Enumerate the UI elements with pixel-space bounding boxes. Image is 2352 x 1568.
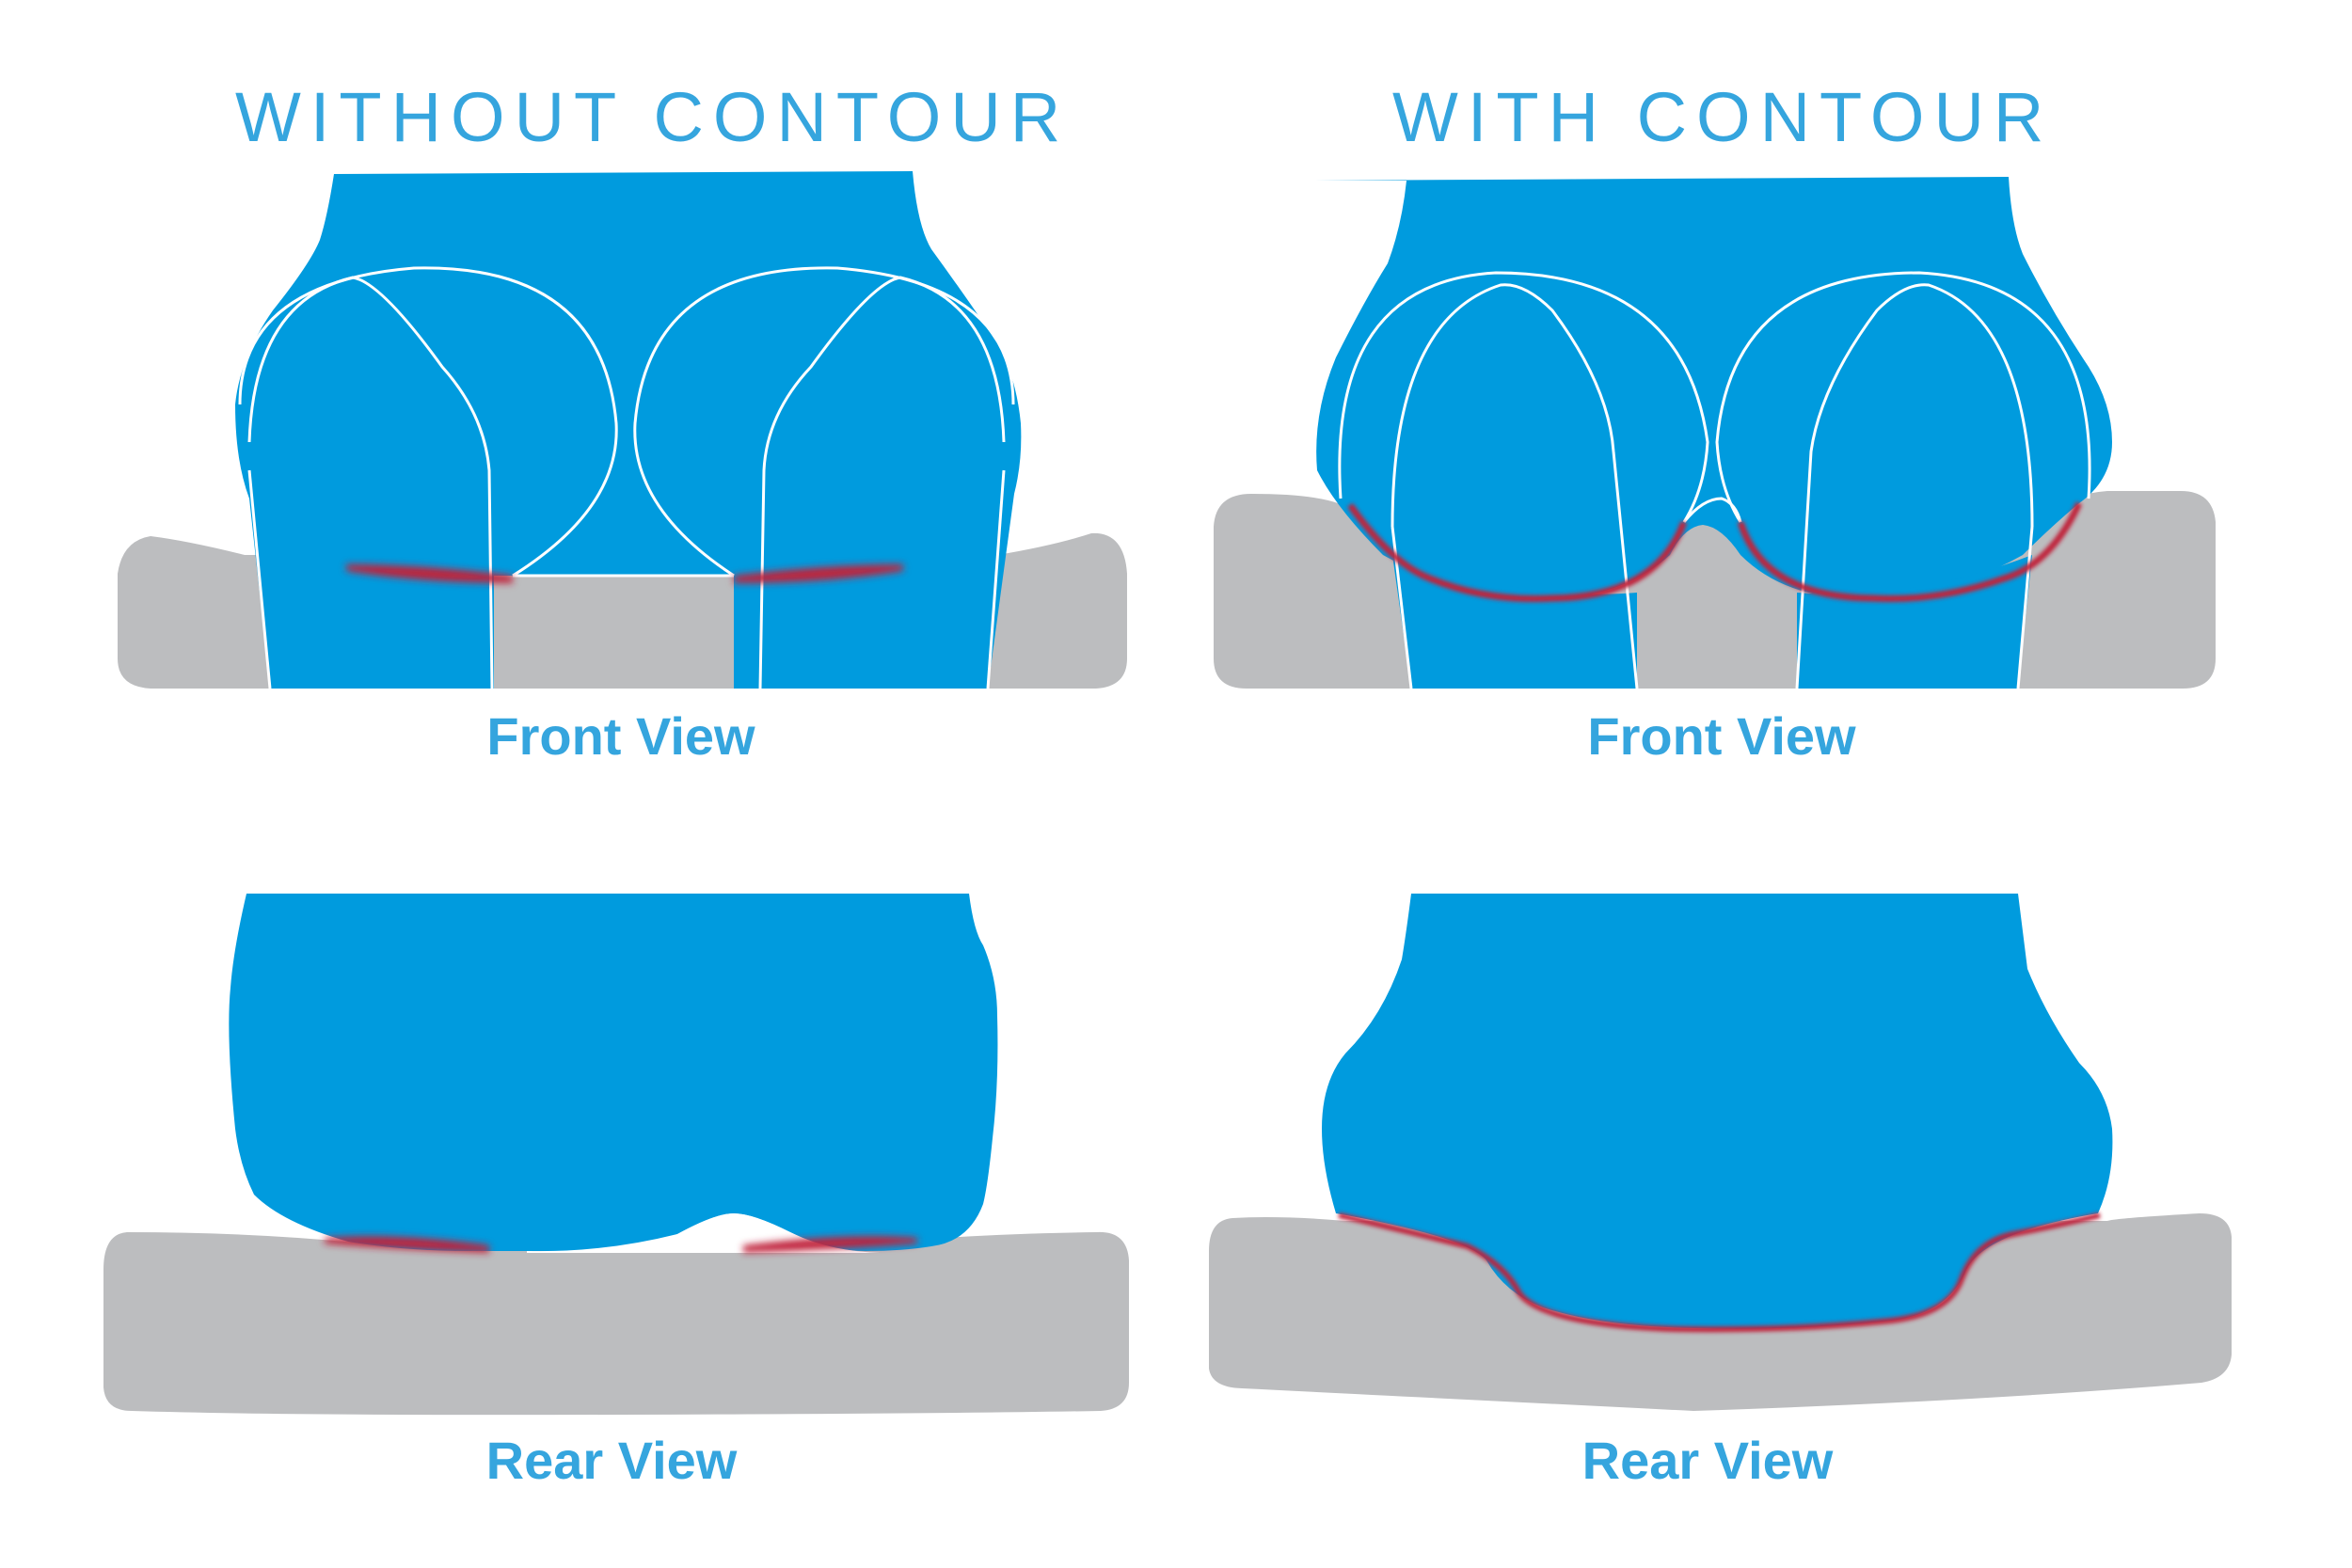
pressure-curve [1338,1212,2101,1333]
cushion-shape [103,1231,1129,1416]
pressure-points [325,1236,917,1253]
label-front-view-with-contour: Front View [1587,706,1856,766]
label-front-view-without-contour: Front View [486,706,755,766]
rear-view-with-contour [1209,894,2232,1411]
title-with-contour: WITH CONTOUR [1392,78,2054,156]
label-rear-view-without-contour: Rear View [485,1431,738,1490]
body-shape [1303,894,2113,1329]
rear-view-without-contour [103,894,1129,1416]
pressure-curve [1347,501,2083,603]
body-shape [1308,177,2112,599]
body-shape [229,894,998,1252]
label-rear-view-with-contour: Rear View [1581,1431,1834,1490]
front-view-with-contour [1214,177,2216,689]
body-shape [235,171,1022,689]
front-view-without-contour [118,171,1127,689]
title-without-contour: WITHOUT CONTOUR [235,78,1071,156]
pressure-points [346,564,903,583]
